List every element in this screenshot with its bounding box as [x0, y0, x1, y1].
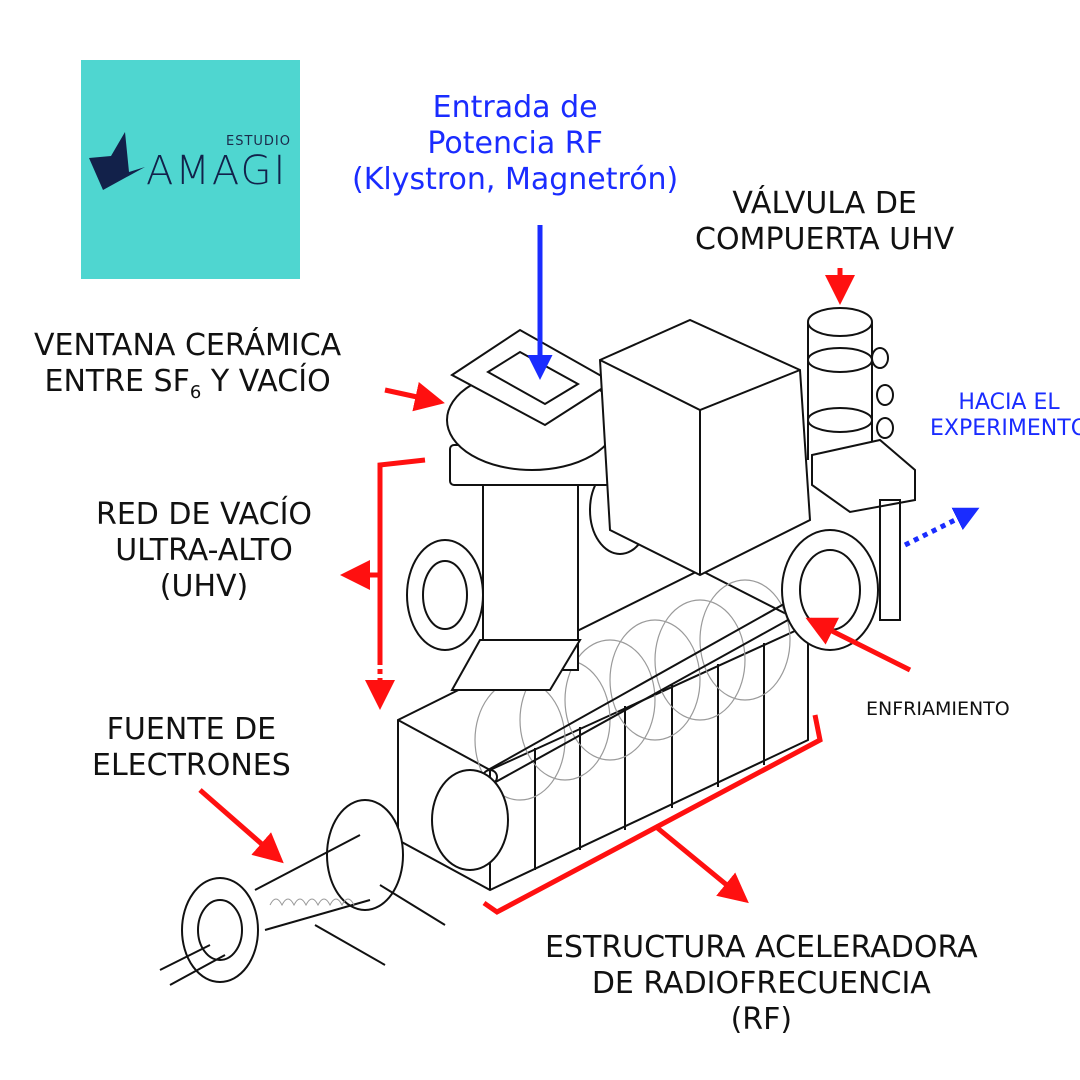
to-experiment-label: HACIA EL EXPERIMENTO: [930, 390, 1080, 443]
ceramic-window-line-1: VENTANA CERÁMICA: [34, 328, 342, 363]
gun-spring-hidden: [269, 898, 355, 907]
vacuum-network-line-2: ULTRA-ALTO: [115, 533, 293, 568]
studio-logo: ESTUDIO AMAGI: [81, 60, 300, 279]
cooling-arrow: [805, 617, 912, 673]
rf-input-line-3: (Klystron, Magnetrón): [352, 162, 679, 197]
logo-small-text: ESTUDIO: [226, 134, 291, 149]
to-experiment-line-2: EXPERIMENTO: [930, 416, 1080, 442]
vacuum-network-bracket: [377, 457, 426, 660]
vacuum-network-label: RED DE VACÍO ULTRA-ALTO (UHV): [96, 497, 312, 605]
rf-structure-line-2: DE RADIOFRECUENCIA: [591, 966, 931, 1001]
rf-structure-line-3: (RF): [730, 1002, 793, 1037]
ceramic-window-text-end: Y VACÍO: [201, 364, 331, 399]
cooling-label: ENFRIAMIENTO: [866, 698, 1010, 720]
electron-gun: [159, 769, 509, 986]
vacuum-network-line-1: RED DE VACÍO: [96, 497, 313, 532]
electron-source-label: FUENTE DE ELECTRONES: [92, 712, 291, 784]
rf-structure-label: ESTRUCTURA ACELERADORA DE RADIOFRECUENCI…: [545, 930, 978, 1038]
ceramic-window-line-2: ENTRE SF6 Y VACÍO: [34, 364, 341, 404]
ceramic-window-arrow: [384, 382, 445, 412]
rf-input-label: Entrada de Potencia RF (Klystron, Magnet…: [352, 90, 678, 198]
sf6-subscript: 6: [189, 382, 202, 403]
gate-valve-label: VÁLVULA DE COMPUERTA UHV: [695, 186, 954, 258]
vacuum-network-line-3: (UHV): [159, 569, 249, 604]
ceramic-window-label: VENTANA CERÁMICA ENTRE SF6 Y VACÍO: [34, 328, 341, 404]
star-logo-icon: [89, 132, 145, 190]
gate-valve-line-2: COMPUERTA UHV: [695, 222, 955, 257]
to-experiment-arrow: [903, 507, 980, 548]
electron-source-line-1: FUENTE DE: [106, 712, 277, 747]
electron-source-arrow: [198, 788, 284, 864]
ceramic-window-text: ENTRE SF: [44, 364, 190, 399]
machine-outline: [159, 307, 916, 986]
gate-valve: [781, 307, 916, 651]
cavity-cells-hidden: [474, 579, 791, 801]
rf-structure-line-1: ESTRUCTURA ACELERADORA: [545, 930, 978, 965]
rf-structure-arrow: [653, 824, 749, 904]
to-experiment-line-1: HACIA EL: [958, 390, 1060, 415]
rf-input-line-2: Potencia RF: [427, 126, 603, 161]
vacuum-chamber-box: [598, 318, 812, 577]
gate-valve-line-1: VÁLVULA DE: [732, 186, 917, 221]
rf-input-line-1: Entrada de: [432, 90, 598, 125]
annotation-arrows: [198, 225, 980, 915]
logo-big-text: AMAGI: [146, 148, 288, 194]
ceramic-window: [446, 328, 618, 486]
electron-source-line-2: ELECTRONES: [92, 748, 291, 783]
